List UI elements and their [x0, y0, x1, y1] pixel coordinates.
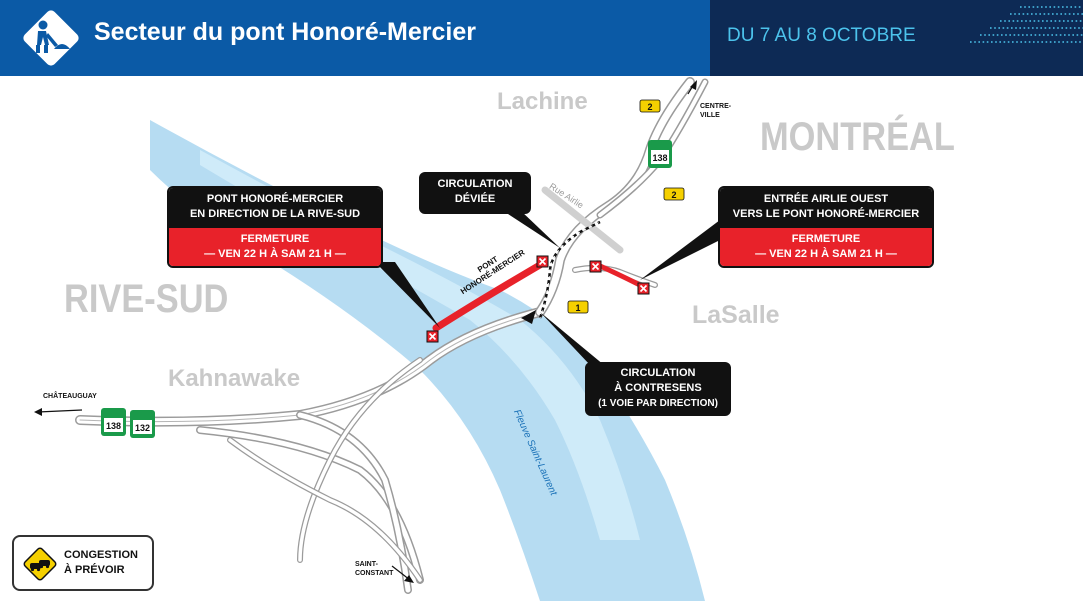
- callout-airlie-heading: ENTRÉE AIRLIE OUEST VERS LE PONT HONORÉ-…: [720, 188, 932, 228]
- pointer-pont: [375, 262, 440, 328]
- road-rue-airlie: [541, 186, 624, 254]
- closure-marker-deviee: [536, 255, 549, 268]
- svg-text:2: 2: [671, 190, 676, 200]
- callout-contraflow: CIRCULATION À CONTRESENS (1 VOIE PAR DIR…: [585, 362, 731, 416]
- decorative-dots: [970, 6, 1083, 43]
- pointer-deviee: [505, 210, 560, 248]
- page-title: Secteur du pont Honoré-Mercier: [94, 18, 476, 46]
- shield-138-left: 138: [101, 408, 126, 436]
- traffic-warning-icon: [23, 547, 57, 581]
- label-lasalle: LaSalle: [692, 301, 780, 329]
- header-date-panel: [710, 0, 1083, 76]
- road-worker-icon: [23, 10, 79, 66]
- arrow-chateauguay: [37, 409, 83, 413]
- svg-text:2: 2: [647, 102, 652, 112]
- svg-text:138: 138: [106, 421, 121, 431]
- exit-sign-2a: 2: [639, 99, 661, 113]
- svg-text:1: 1: [575, 303, 580, 313]
- svg-text:132: 132: [135, 423, 150, 433]
- label-rive-sud: RIVE-SUD: [64, 277, 229, 321]
- exit-sign-1: 1: [567, 300, 589, 314]
- callout-airlie-closure: ENTRÉE AIRLIE OUEST VERS LE PONT HONORÉ-…: [718, 186, 934, 268]
- date-range: DU 7 AU 8 OCTOBRE: [727, 25, 916, 46]
- callout-detour: CIRCULATION DÉVIÉE: [419, 172, 531, 214]
- callout-bridge-heading: PONT HONORÉ-MERCIER EN DIRECTION DE LA R…: [169, 188, 381, 228]
- shield-138-top: 138: [648, 140, 672, 168]
- label-saint-constant: SAINT- CONSTANT: [355, 561, 394, 577]
- callout-bridge-closure-time: FERMETURE — VEN 22 H À SAM 21 H —: [169, 228, 381, 266]
- label-centre-ville: CENTRE- VILLE: [700, 103, 732, 119]
- label-chateauguay: CHÂTEAUGUAY: [43, 393, 97, 400]
- congestion-text: CONGESTION À PRÉVOIR: [64, 549, 138, 576]
- pointer-airlie: [640, 220, 720, 280]
- label-kahnawake: Kahnawake: [168, 365, 301, 392]
- pointer-contresens: [540, 312, 610, 370]
- callout-airlie-closure-time: FERMETURE — VEN 22 H À SAM 21 H —: [720, 228, 932, 266]
- closed-bridge-segment: [432, 258, 549, 332]
- label-lachine: Lachine: [497, 88, 588, 115]
- arrow-contresens: [521, 310, 536, 324]
- closure-marker-bridge: [426, 330, 439, 343]
- svg-text:138: 138: [652, 153, 667, 163]
- exit-sign-2b: 2: [663, 187, 685, 201]
- callout-bridge-closure: PONT HONORÉ-MERCIER EN DIRECTION DE LA R…: [167, 186, 383, 268]
- shield-132: 132: [130, 410, 155, 438]
- closure-marker-airlie-b: [637, 282, 650, 295]
- label-montreal: MONTRÉAL: [760, 115, 955, 159]
- congestion-badge: CONGESTION À PRÉVOIR: [12, 535, 154, 591]
- closure-marker-airlie-a: [589, 260, 602, 273]
